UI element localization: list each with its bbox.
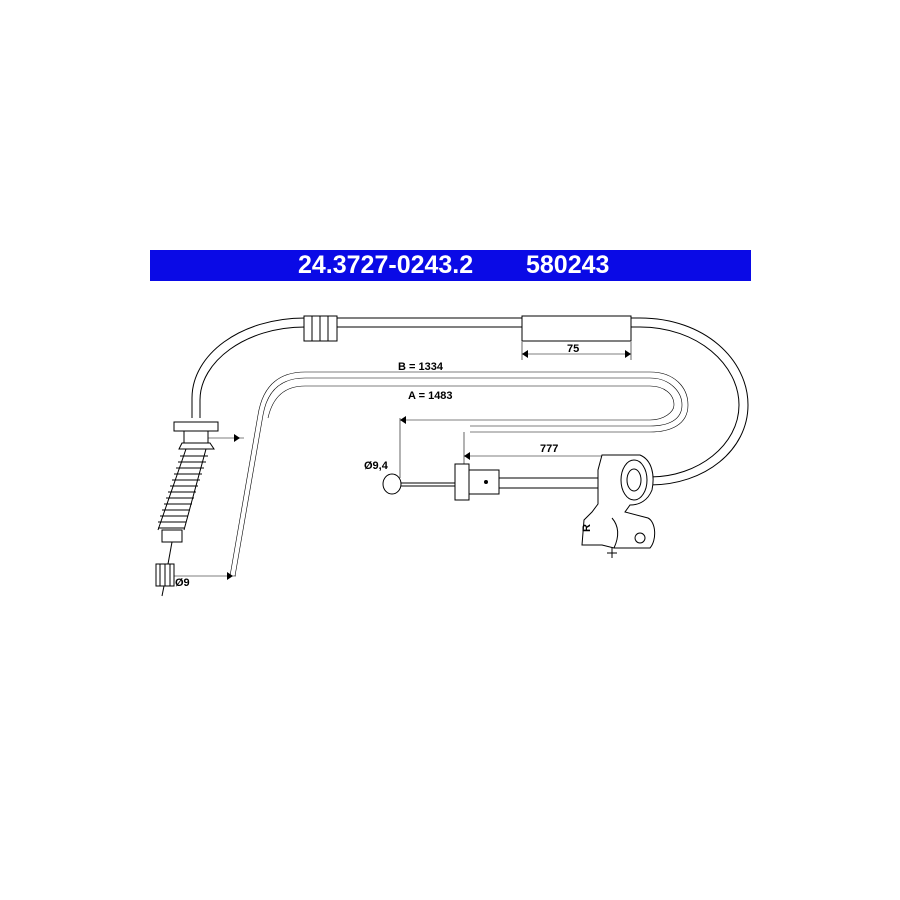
bracket-side-mark: R	[581, 524, 593, 532]
inner-cable-end	[382, 463, 604, 501]
inner-length-label: 777	[540, 443, 558, 455]
left-end-fitting	[155, 421, 219, 597]
top-ferrule	[303, 315, 338, 342]
cable-sleeve	[521, 315, 632, 342]
a-arrow	[400, 416, 406, 424]
a-dimension-path	[267, 385, 675, 478]
b-arrow-top	[234, 434, 240, 442]
reference-number: 580243	[526, 251, 610, 279]
b-dimension-path	[170, 371, 689, 580]
cable-nipple	[382, 473, 402, 495]
b-arrow-bottom	[227, 572, 233, 580]
outer-cable-sheath	[191, 317, 749, 486]
a-dimension-label: A = 1483	[408, 390, 453, 402]
left-diameter-label: Ø9	[175, 577, 190, 589]
dimension-777	[463, 432, 602, 465]
dimension-75	[521, 342, 632, 360]
right-diameter-label: Ø9,4	[364, 460, 389, 472]
sleeve-length-label: 75	[567, 343, 579, 355]
part-number: 24.3727-0243.2	[298, 251, 474, 279]
adjuster-nut	[454, 463, 470, 501]
b-dimension-label: B = 1334	[398, 361, 444, 373]
part-header-bar: 24.3727-0243.2 580243	[150, 250, 751, 281]
mounting-bracket	[581, 454, 656, 558]
